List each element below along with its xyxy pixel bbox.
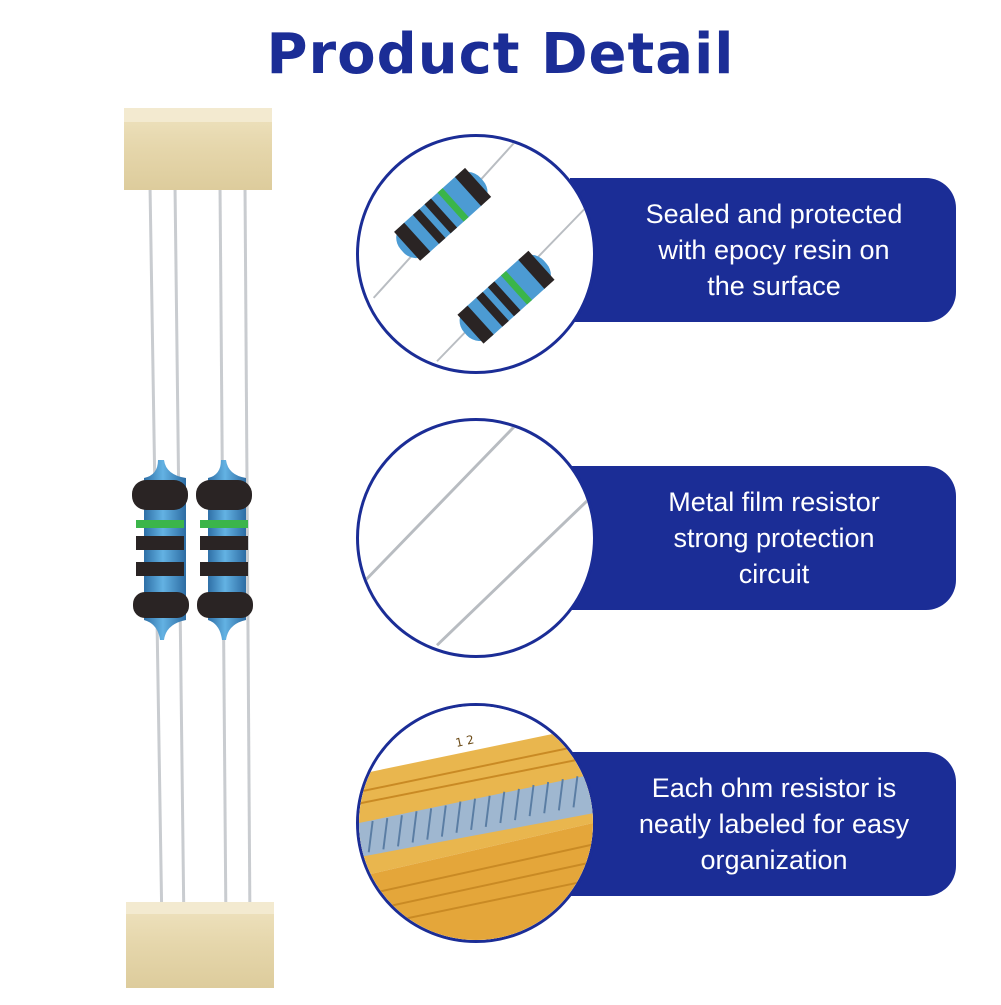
- feature-banner-sealed: Sealed and protected with epocy resin on…: [570, 178, 956, 322]
- page-title: Product Detail: [266, 22, 735, 87]
- feature-text: Each ohm resistor is neatly labeled for …: [638, 773, 910, 875]
- feature-text: Metal film resistor strong protection ci…: [668, 487, 880, 589]
- tape-label: 1 2: [454, 732, 475, 750]
- tape-strip-closeup-image: 1 2: [356, 703, 596, 943]
- resistor-pair-image: [100, 100, 300, 1000]
- resistor-closeup-image: [356, 134, 596, 374]
- lead-wires-closeup-image: [356, 418, 596, 658]
- feature-text: Sealed and protected with epocy resin on…: [645, 199, 903, 301]
- feature-banner-labeled: Each ohm resistor is neatly labeled for …: [570, 752, 956, 896]
- feature-banner-metal-film: Metal film resistor strong protection ci…: [570, 466, 956, 610]
